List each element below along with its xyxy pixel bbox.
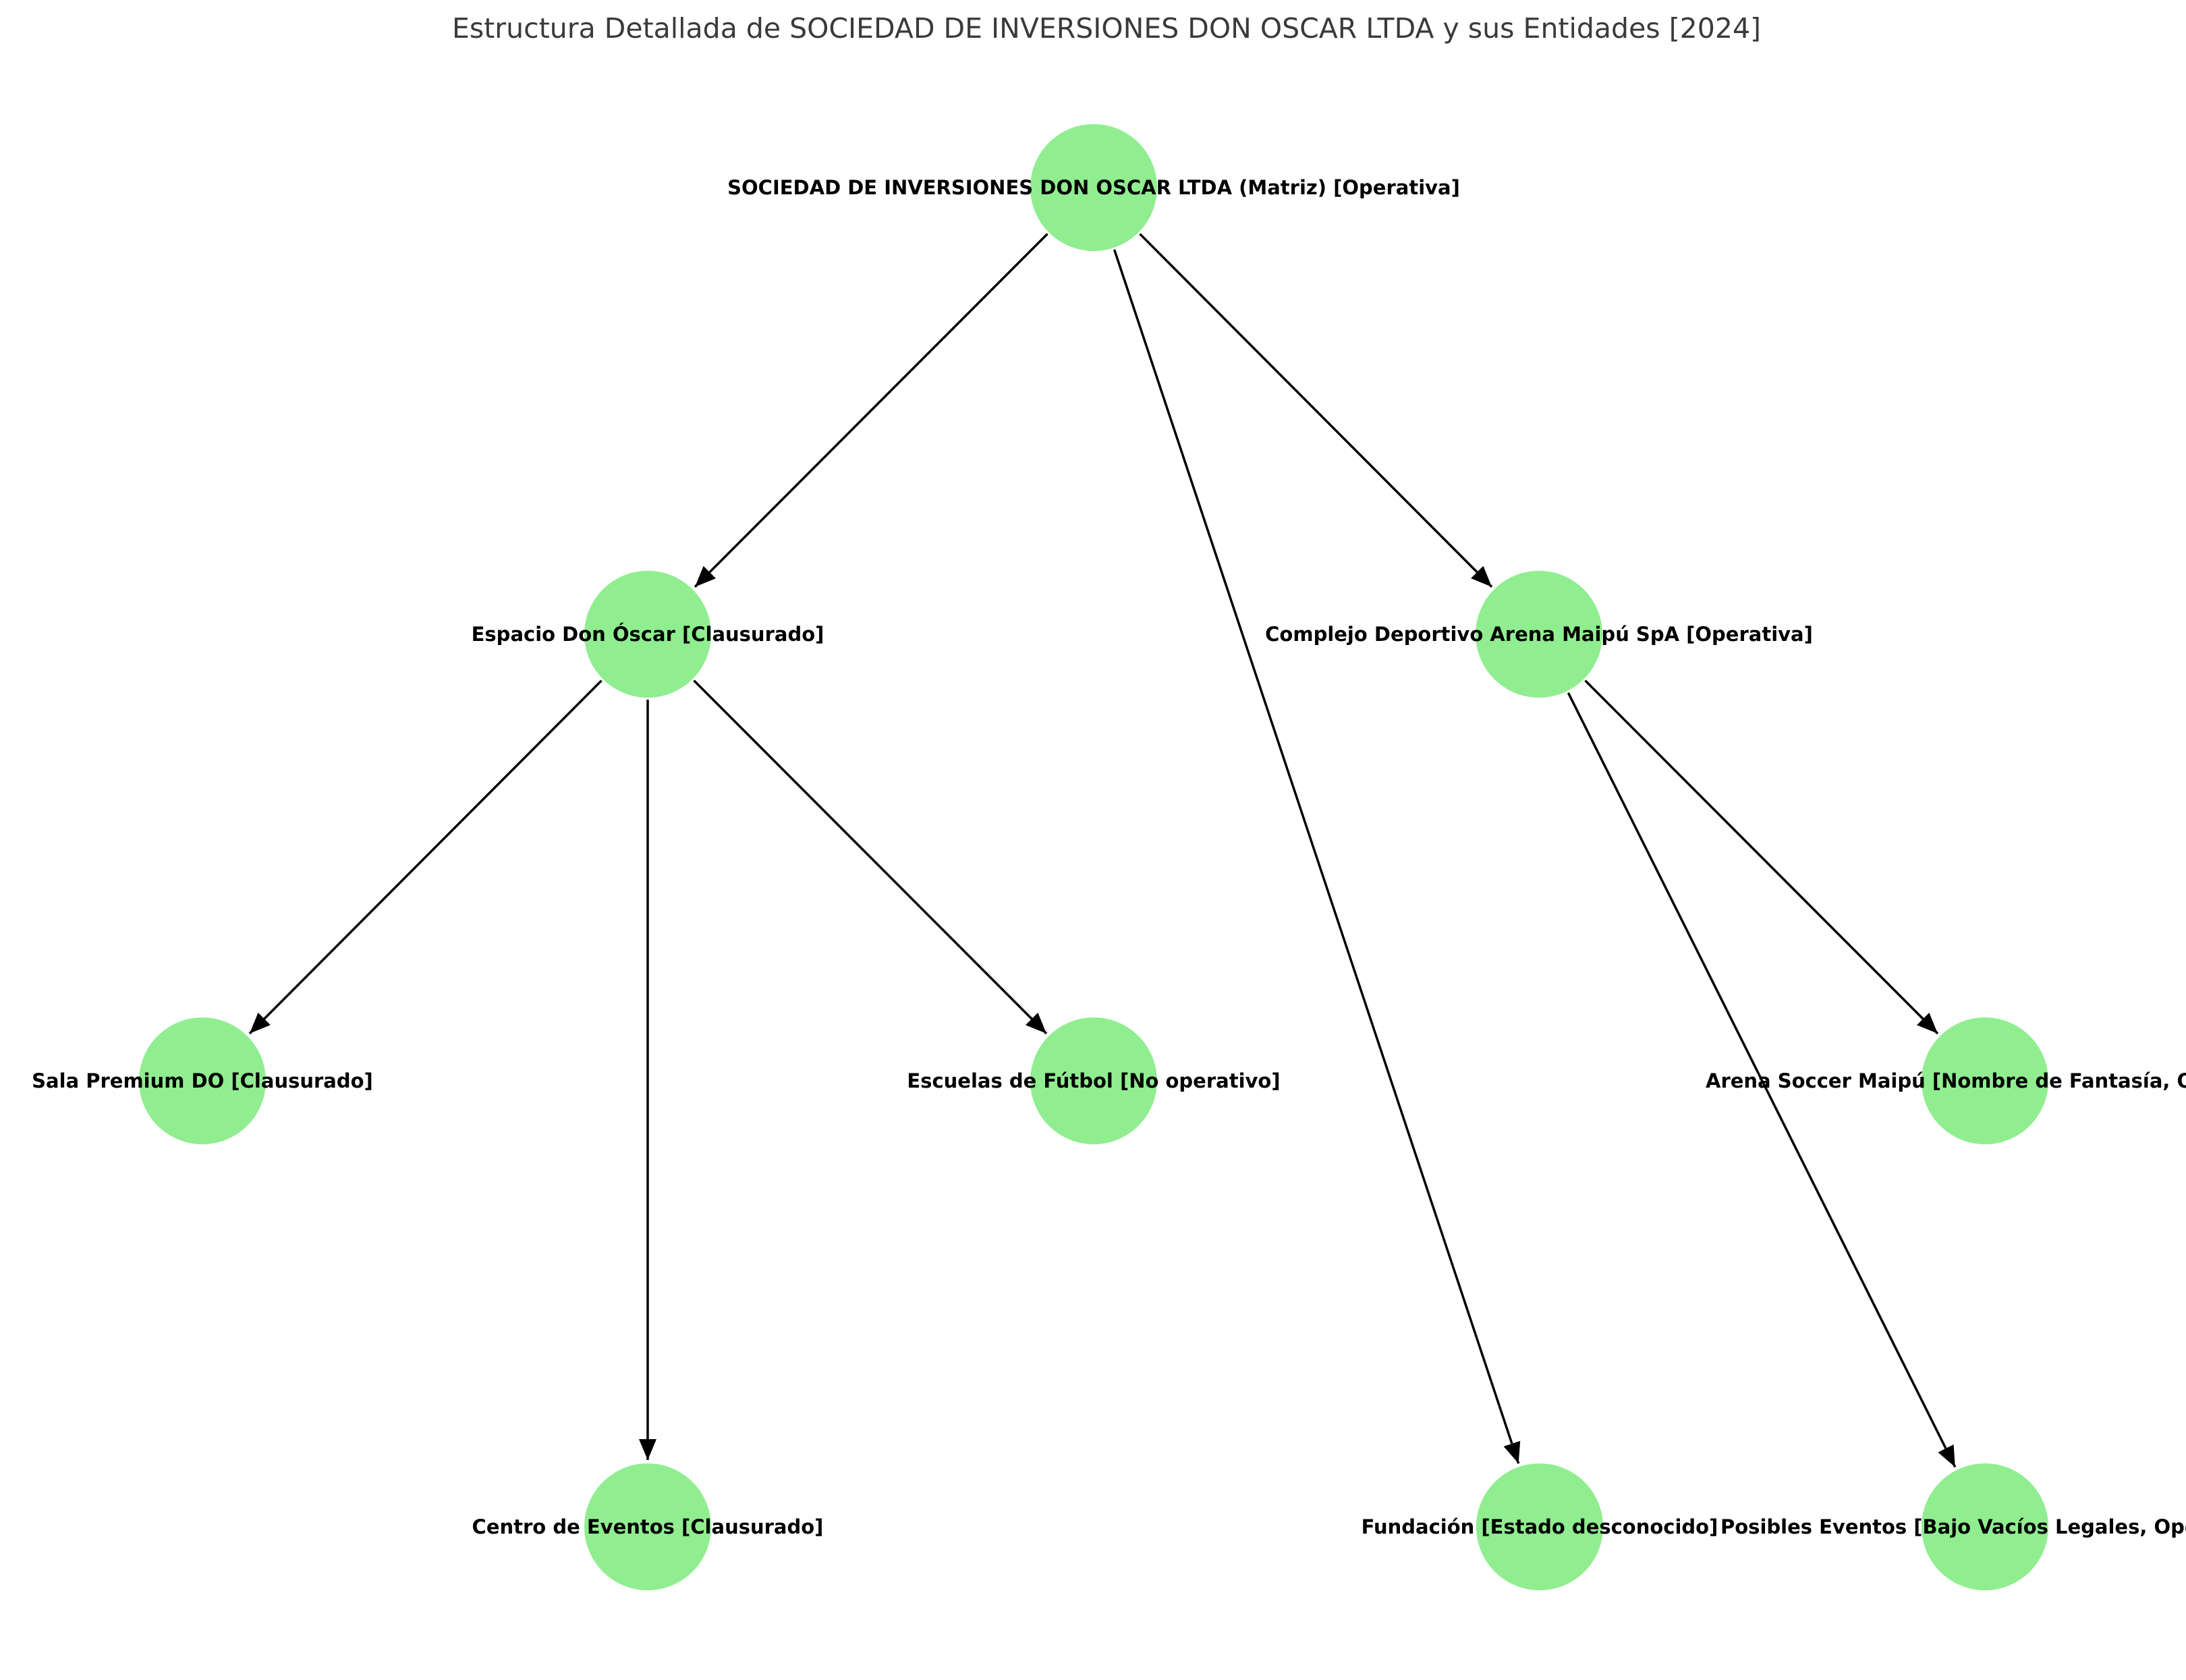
- edge-complejo-posibles: [1567, 692, 1957, 1468]
- node-escuelas: [1030, 1017, 1157, 1144]
- node-espacio: [584, 571, 711, 698]
- edges-layer: [248, 233, 1957, 1468]
- node-label-espacio: Espacio Don Óscar [Clausurado]: [472, 623, 824, 646]
- edge-matriz-fundacion: [1113, 249, 1521, 1464]
- node-label-matriz: SOCIEDAD DE INVERSIONES DON OSCAR LTDA (…: [727, 176, 1460, 199]
- node-label-sala: Sala Premium DO [Clausurado]: [32, 1069, 373, 1092]
- node-centro: [584, 1463, 711, 1590]
- edge-matriz-espacio: [694, 233, 1048, 588]
- edge-matriz-complejo: [1139, 233, 1493, 588]
- node-label-posibles: Posibles Eventos [Bajo Vacíos Legales, O…: [1720, 1515, 2186, 1538]
- node-label-complejo: Complejo Deportivo Arena Maipú SpA [Oper…: [1265, 623, 1813, 646]
- node-posibles: [1922, 1463, 2048, 1590]
- node-matriz: [1030, 124, 1157, 251]
- edge-espacio-sala: [248, 679, 602, 1035]
- node-label-centro: Centro de Eventos [Clausurado]: [472, 1515, 824, 1538]
- node-label-fundacion: Fundación [Estado desconocido]: [1362, 1515, 1718, 1538]
- edge-espacio-escuelas: [693, 679, 1048, 1035]
- node-fundacion: [1476, 1463, 1603, 1590]
- nodes-layer: [139, 124, 2048, 1590]
- chart-title: Estructura Detallada de SOCIEDAD DE INVE…: [451, 12, 1762, 45]
- labels-layer: SOCIEDAD DE INVERSIONES DON OSCAR LTDA (…: [32, 176, 2186, 1538]
- node-label-arena: Arena Soccer Maipú [Nombre de Fantasía, …: [1706, 1069, 2186, 1092]
- node-complejo: [1476, 571, 1602, 698]
- node-sala: [139, 1017, 266, 1144]
- node-arena: [1922, 1017, 2048, 1144]
- edge-complejo-arena: [1584, 679, 1939, 1035]
- node-label-escuelas: Escuelas de Fútbol [No operativo]: [907, 1069, 1280, 1092]
